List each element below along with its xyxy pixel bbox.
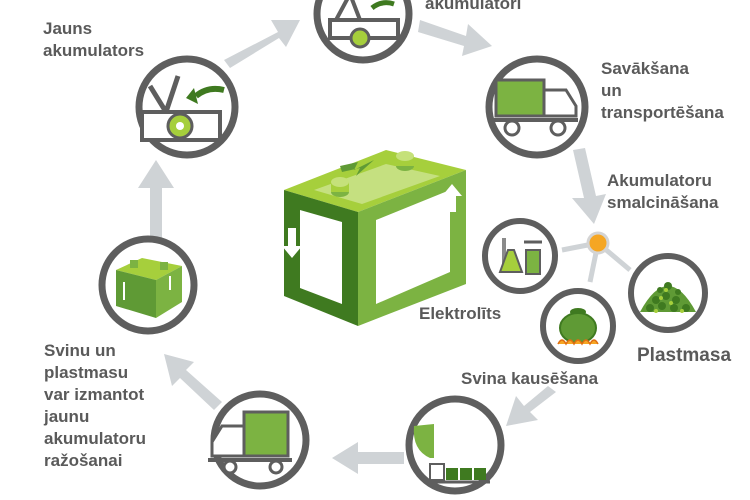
label-crushing: Akumulatoru smalcināšana: [607, 170, 719, 214]
label-line: akumulatori: [425, 0, 522, 13]
label-line: Akumulatoru: [607, 171, 712, 190]
battery-top: [284, 150, 466, 212]
label-line: var izmantot: [44, 385, 145, 404]
refinery-node: [405, 395, 505, 495]
transport-node: [208, 390, 310, 490]
arrow-battery-to-new: [138, 160, 174, 244]
label-line: transportēšana: [601, 103, 724, 122]
battery-node: [98, 235, 198, 335]
label-line: smalcināšana: [607, 193, 719, 212]
lead-refinery-icon: [413, 424, 490, 484]
arrow-used-to-collection: [418, 20, 492, 56]
arrow-collection-to-crushing: [572, 148, 606, 224]
label-new-battery: Jauns akumulators: [43, 18, 144, 62]
arrow-transport-to-battery: [164, 354, 222, 410]
new-battery-node: [135, 55, 239, 159]
arrow-smelting-to-refinery: [506, 386, 556, 426]
recycled-battery-icon: [116, 258, 182, 318]
label-reuse: Svinu un plastmasu var izmantot jaunu ak…: [44, 340, 146, 472]
arrow-new-to-used: [224, 20, 300, 68]
car-hood-open-icon: [328, 0, 400, 49]
label-line: akumulators: [43, 41, 145, 60]
arrow-refinery-to-transport: [332, 442, 404, 474]
label-line: un: [601, 81, 622, 100]
label-used-battery: akumulatori: [425, 0, 521, 15]
electrolyte-node: [482, 218, 558, 294]
recycling-battery-icon: [282, 150, 466, 326]
smelting-pot-icon: [557, 308, 599, 346]
label-line: plastmasu: [44, 363, 129, 382]
label-electrolyte: Elektrolīts: [419, 304, 502, 323]
label-line: akumulatoru: [44, 429, 147, 448]
label-line: Savākšana: [601, 59, 689, 78]
truck-icon: [208, 410, 292, 475]
label-lead-smelting: Svina kausēšana: [461, 369, 599, 388]
label-plastic: Plastmasa: [637, 345, 732, 366]
label-collection: Savākšana un transportēšana: [601, 58, 724, 124]
collection-node: [485, 55, 589, 159]
label-line: Jauns: [43, 19, 93, 38]
label-line: Svinu un: [44, 341, 116, 360]
label-line: ražošanai: [44, 451, 123, 470]
plastic-node: [628, 253, 708, 333]
used-battery-node: [313, 0, 413, 64]
plastic-pellets-icon: [640, 282, 696, 313]
cycle-arrows: [138, 20, 606, 474]
truck-icon: [494, 78, 578, 137]
label-line: jaunu: [44, 407, 90, 426]
lab-flask-icon: [498, 238, 542, 275]
car-hood-open-icon: [140, 75, 225, 142]
lead-smelting-node: [540, 288, 616, 364]
crushing-splitter: [561, 231, 632, 283]
crushing-node-icon: [586, 231, 610, 255]
